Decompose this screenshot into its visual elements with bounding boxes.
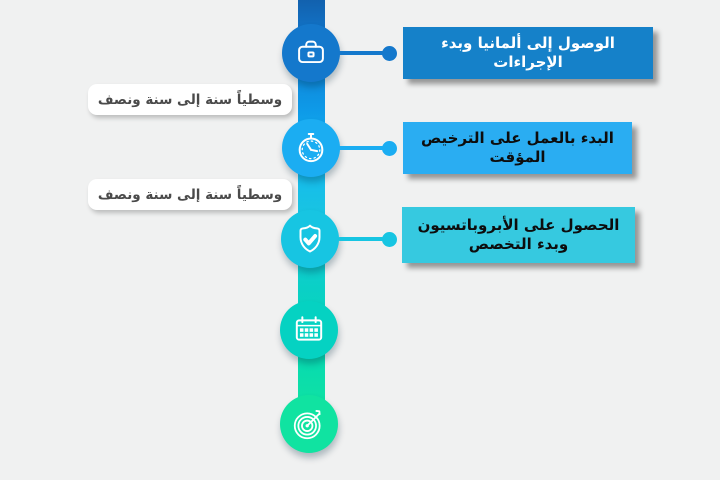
calendar-icon	[295, 316, 323, 341]
duration-label-2: وسطياً سنة إلى سنة ونصف	[88, 179, 292, 210]
timeline-node-calendar	[280, 301, 338, 359]
step-box-arrival: الوصول إلى ألمانيا وبدء الإجراءات	[403, 27, 653, 79]
step-box-approbation: الحصول على الأبروباتسيون وبدء التخصص	[402, 207, 635, 263]
target-icon	[293, 410, 321, 440]
briefcase-icon	[298, 40, 324, 64]
connector-line-3	[338, 231, 397, 247]
stopwatch-icon	[298, 132, 324, 163]
timeline-node-approbation	[281, 210, 339, 268]
connector-dot-2	[382, 140, 397, 156]
connector-line-1	[338, 45, 397, 61]
connector-dot-3	[382, 231, 397, 247]
connector-line-2	[338, 140, 397, 156]
timeline-node-temporary-license	[282, 119, 340, 177]
duration-label-1: وسطياً سنة إلى سنة ونصف	[88, 84, 292, 115]
timeline-node-goal	[280, 395, 338, 453]
timeline-node-arrival	[282, 24, 340, 82]
step-box-temporary-license: البدء بالعمل على الترخيص المؤقت	[403, 122, 632, 174]
connector-dot-1	[382, 45, 397, 61]
shield-check-icon	[299, 224, 321, 253]
